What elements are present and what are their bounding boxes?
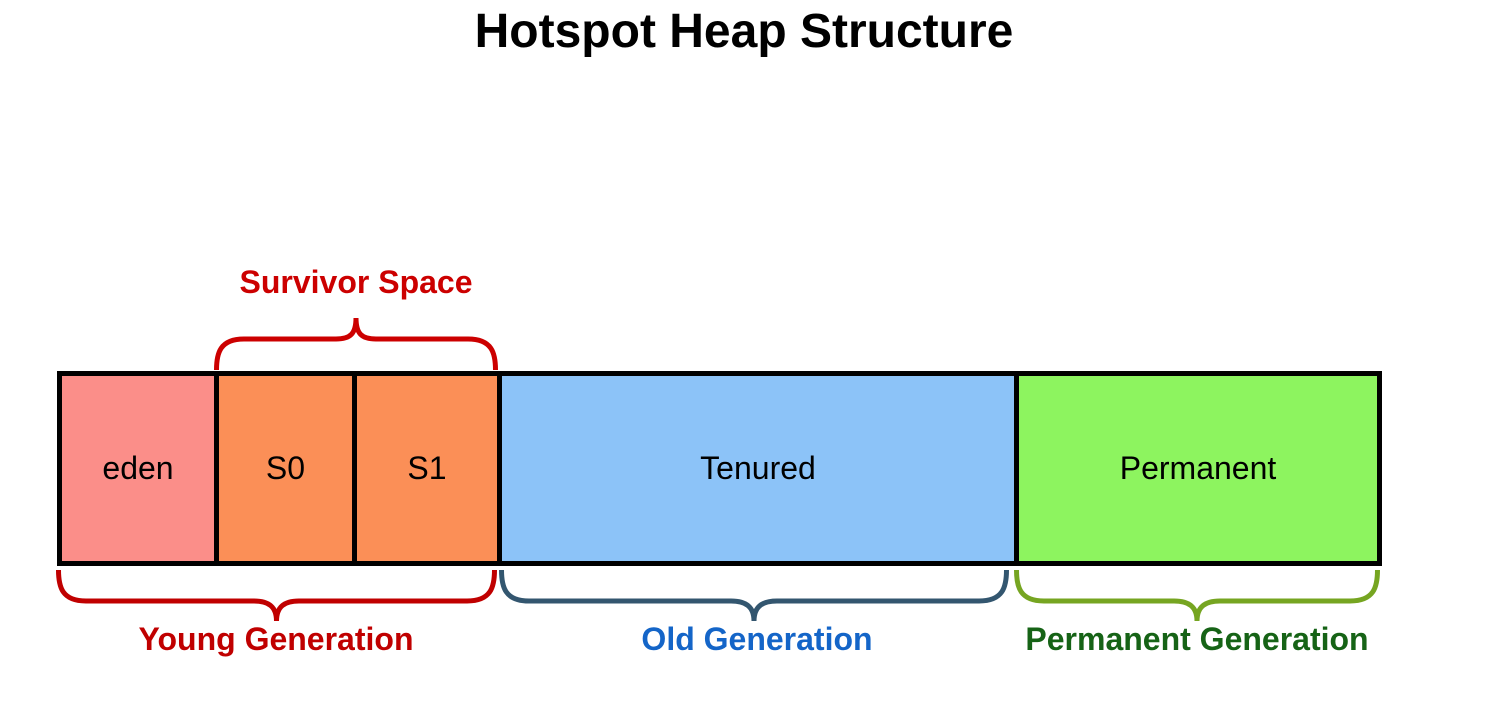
old-generation-brace-path <box>499 570 1009 622</box>
young-generation-label: Young Generation <box>138 621 414 657</box>
heap-section-eden: eden <box>62 376 214 561</box>
heap-section-permanent: Permanent <box>1019 376 1377 561</box>
young-generation-brace <box>56 570 497 622</box>
survivor-space-label: Survivor Space <box>239 264 473 300</box>
permanent-generation-brace-path <box>1014 570 1380 622</box>
heap-section-s1: S1 <box>357 376 497 561</box>
heap-section-s1-label: S1 <box>407 450 447 486</box>
heap-section-s0-label: S0 <box>265 450 306 486</box>
permanent-generation-label: Permanent Generation <box>1025 621 1369 657</box>
heap-section-permanent-label: Permanent <box>1119 450 1277 486</box>
diagram-title: Hotspot Heap Structure <box>474 5 1014 58</box>
heap-section-tenured: Tenured <box>502 376 1014 561</box>
permanent-generation-brace <box>1014 570 1380 622</box>
old-generation-brace <box>499 570 1009 622</box>
heap-section-s0: S0 <box>219 376 352 561</box>
old-generation-label: Old Generation <box>641 621 873 657</box>
heap-section-tenured-label: Tenured <box>700 450 816 486</box>
young-generation-brace-path <box>56 570 497 622</box>
survivor-space-brace-path <box>214 317 498 370</box>
survivor-space-brace <box>214 317 498 370</box>
heap-section-eden-label: eden <box>102 450 174 486</box>
heap-bar: eden S0 S1 Tenured Permanent <box>57 371 1382 566</box>
